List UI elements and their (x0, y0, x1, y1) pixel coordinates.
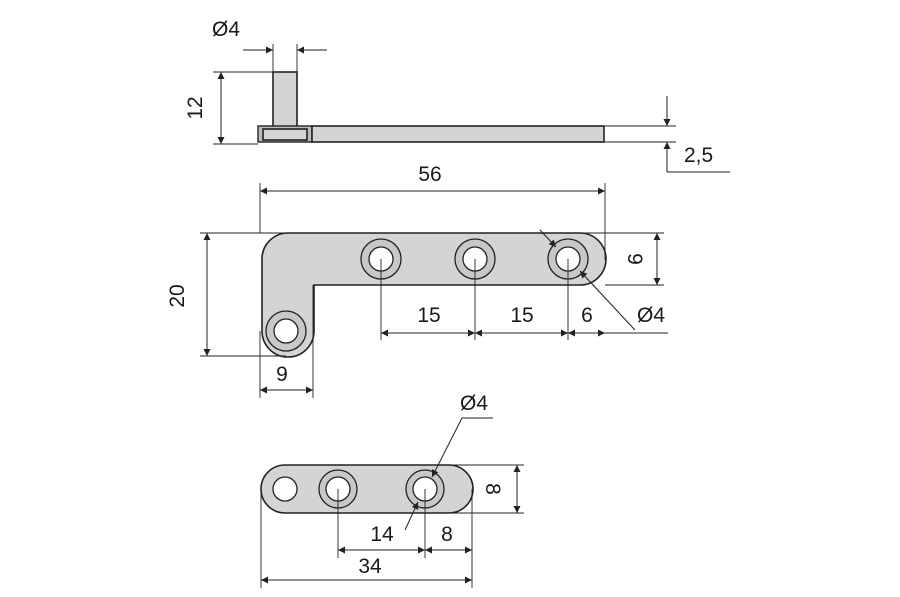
dim-bottom-spacing: 14 (370, 523, 394, 546)
mid-hole-4 (273, 318, 299, 344)
dim-mid-height: 20 (166, 284, 189, 307)
top-view: Ø4 12 2,5 (184, 18, 730, 173)
dim-mid-spacing-2: 15 (510, 304, 533, 327)
dim-bottom-length: 34 (358, 555, 382, 578)
dim-bottom-height: 8 (481, 483, 504, 495)
dim-mid-length: 56 (418, 163, 441, 186)
dim-mid-arm-width: 9 (276, 363, 288, 386)
dim-top-thickness: 2,5 (684, 144, 713, 167)
pin-collar-inner (262, 128, 308, 141)
dim-bottom-hole-diameter: Ø4 (460, 392, 488, 415)
pin (272, 71, 298, 128)
dim-top-pin-height: 12 (184, 96, 207, 119)
bottom-view: Ø4 8 14 8 34 (260, 392, 524, 588)
plate-strip (311, 125, 605, 143)
dim-mid-end-offset: 6 (581, 304, 593, 327)
middle-view: 56 20 9 15 15 6 Ø4 9 (166, 163, 668, 398)
dim-mid-hole-diameter: Ø4 (637, 304, 665, 327)
dim-mid-strip-height: 9 (623, 253, 646, 265)
dim-mid-spacing-1: 15 (417, 304, 440, 327)
dim-top-pin-diameter: Ø4 (212, 18, 240, 41)
dim-bottom-end-offset: 8 (441, 523, 453, 546)
bottom-hole-1 (272, 476, 298, 502)
